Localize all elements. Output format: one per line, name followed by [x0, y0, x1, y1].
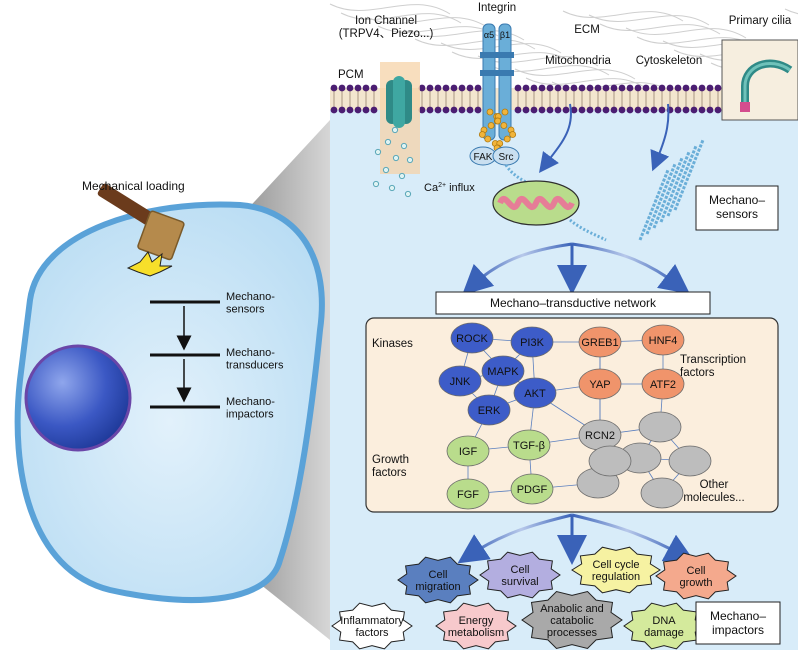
level-label-sensors: Mechano-sensors [226, 291, 275, 316]
integrin-label: Integrin [478, 2, 516, 14]
alpha5-label: α5 [484, 30, 494, 40]
mechanoimpactors-box-label: Mechano–impactors [710, 609, 766, 637]
cytoskeleton-filaments [638, 139, 705, 241]
split-arrow-left [461, 242, 573, 296]
ion-channel-icon [380, 62, 420, 174]
ion-channel-label: Ion Channel(TRPV4、Piezo...) [339, 15, 434, 40]
network-node [638, 411, 682, 443]
network-node-label: FGF [457, 489, 479, 501]
mito-arrow [538, 103, 572, 173]
network-node-label: ATF2 [650, 379, 676, 391]
network-node-label: JNK [450, 376, 471, 388]
outcome-badge [435, 602, 517, 650]
network-node-label: IGF [459, 446, 478, 458]
network-node [588, 445, 632, 477]
network-node [510, 473, 554, 505]
cyto-arrow [650, 103, 670, 172]
mechanosensors-box [695, 185, 779, 231]
outcome-badge [571, 546, 661, 594]
network-node-label: MAPK [487, 366, 519, 378]
network-node-label: ERK [478, 405, 501, 417]
src-label: Src [499, 152, 514, 163]
outcome-arrow-left [457, 513, 573, 564]
network-node [507, 429, 551, 461]
cytoskeleton-label: Cytoskeleton [636, 55, 702, 67]
network-node-label: ROCK [456, 333, 488, 345]
outcome-arrow-right [571, 513, 696, 563]
network-node [641, 368, 685, 400]
ecm-label: ECM [574, 24, 600, 36]
outcome-badge [623, 602, 705, 650]
pcm-label: PCM [338, 69, 364, 81]
network-node [668, 445, 712, 477]
adaptor-chain [478, 108, 517, 152]
network-node [481, 355, 525, 387]
hammer-icon [97, 183, 185, 261]
network-node-label: GREB1 [581, 337, 618, 349]
network-node-label: PI3K [520, 337, 545, 349]
network-node-label: HNF4 [649, 335, 678, 347]
network-node [446, 435, 490, 467]
mitochondria-icon [492, 180, 580, 226]
calcium-ions [372, 126, 414, 198]
network-node [513, 377, 557, 409]
network-box [435, 291, 711, 315]
network-node [641, 324, 685, 356]
network-node [640, 477, 684, 509]
outcome-badge [521, 590, 623, 650]
network-node [510, 326, 554, 358]
network-node-label: RCN2 [585, 430, 615, 442]
outcome-badge [331, 602, 413, 650]
primary-cilia-box [721, 39, 798, 121]
ca-influx-label: Ca2+ influx [424, 182, 475, 194]
split-arrow-right [571, 242, 690, 295]
level-label-impactors: Mechano-impactors [226, 396, 275, 421]
network-node [450, 322, 494, 354]
network-node-label: AKT [524, 388, 546, 400]
outcome-badge [655, 552, 737, 600]
outcome-badge [479, 551, 561, 599]
network-node [578, 368, 622, 400]
network-box-label: Mechano–transductive network [490, 296, 657, 310]
mitochondria-label: Mitochondria [545, 55, 611, 67]
network-node [446, 478, 490, 510]
mechanoimpactors-box [695, 601, 781, 645]
beta1-label: β1 [500, 30, 510, 40]
level-label-transducers: Mechano-transducers [226, 347, 284, 372]
outcome-badge [397, 556, 479, 604]
network-node-label: PDGF [517, 484, 548, 496]
mechanosensors-box-label: Mechano–sensors [709, 193, 765, 221]
network-node [467, 394, 511, 426]
network-node [578, 326, 622, 358]
nucleus [24, 344, 132, 452]
primary-cilia-label: Primary cilia [729, 15, 792, 27]
primary-cilia-icon [740, 59, 793, 112]
loading-label: Mechanical loading [82, 179, 185, 193]
network-node-label: YAP [589, 379, 610, 391]
fak-label: FAK [474, 152, 493, 163]
network-node [438, 365, 482, 397]
impact-burst-icon [126, 251, 173, 277]
cell-body [14, 201, 325, 603]
network-node-label: TGF-β [513, 440, 545, 452]
group-label-kinases: Kinases [372, 338, 413, 350]
